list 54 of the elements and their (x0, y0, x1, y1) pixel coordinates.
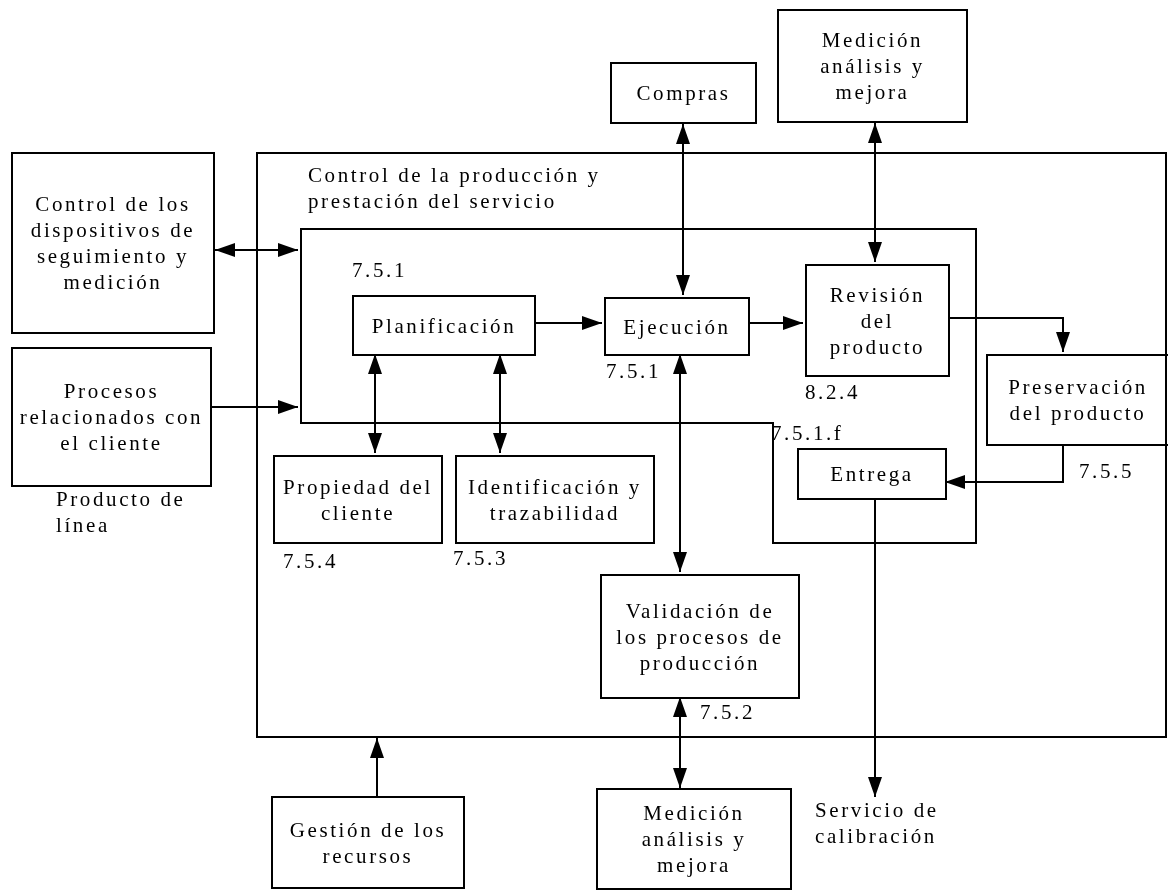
box-label: Ejecución (623, 313, 731, 340)
note-text: Producto de línea (56, 486, 187, 538)
arrow (676, 123, 690, 296)
section-number: 7.5.1 (352, 257, 407, 283)
process-box (273, 455, 443, 544)
section-number: 7.5.1.f (771, 420, 844, 446)
arrow (868, 122, 882, 263)
process-box (271, 796, 465, 889)
process-box (596, 788, 792, 890)
arrow (868, 497, 882, 798)
arrow (493, 353, 507, 454)
process-box (797, 448, 947, 500)
process-box (610, 62, 757, 124)
box-label: Planificación (371, 312, 517, 339)
box-label: Medición análisis y mejora (819, 27, 926, 105)
box-label: Control de los dispositivos de seguimiento y medición (29, 191, 197, 295)
section-number: 8.2.4 (805, 379, 860, 405)
process-box (777, 9, 968, 123)
section-number: 7.5.3 (453, 545, 508, 571)
box-label: Procesos relacionados con el cliente (18, 378, 205, 456)
arrow (673, 353, 687, 573)
box-label: Revisión del producto (828, 281, 927, 360)
arrow (533, 316, 603, 330)
box-label: Gestión de los recursos (288, 816, 448, 869)
arrow (368, 353, 382, 454)
group-heading: Control de la producción y prestación del servicio (308, 162, 602, 214)
arrow (947, 317, 1070, 353)
process-box (455, 455, 655, 544)
box-label: Preservación del producto (1007, 374, 1149, 426)
arrow (214, 243, 299, 257)
process-box (11, 347, 212, 487)
section-number: 7.5.5 (1079, 458, 1134, 484)
arrow (370, 737, 384, 797)
arrow (673, 696, 687, 789)
box-label: Compras (636, 80, 731, 106)
section-number: 7.5.4 (283, 548, 338, 574)
process-box (11, 152, 215, 334)
process-box (805, 264, 950, 377)
box-label: Propiedad del cliente (282, 473, 434, 526)
arrow (944, 443, 1064, 489)
process-box (986, 354, 1168, 446)
box-label: Medición análisis y mejora (640, 800, 748, 878)
group-frame (256, 152, 1167, 738)
box-label: Identificación y trazabilidad (467, 473, 643, 526)
arrow (747, 316, 804, 330)
box-label: Validación de los procesos de producción (615, 597, 785, 676)
output-text: Servicio de calibración (815, 797, 940, 849)
process-box (352, 295, 536, 356)
arrow (211, 400, 299, 414)
section-number: 7.5.2 (700, 699, 755, 725)
process-box (604, 297, 750, 356)
section-number: 7.5.1 (606, 358, 661, 384)
box-label: Entrega (830, 461, 914, 487)
process-box (600, 574, 800, 699)
